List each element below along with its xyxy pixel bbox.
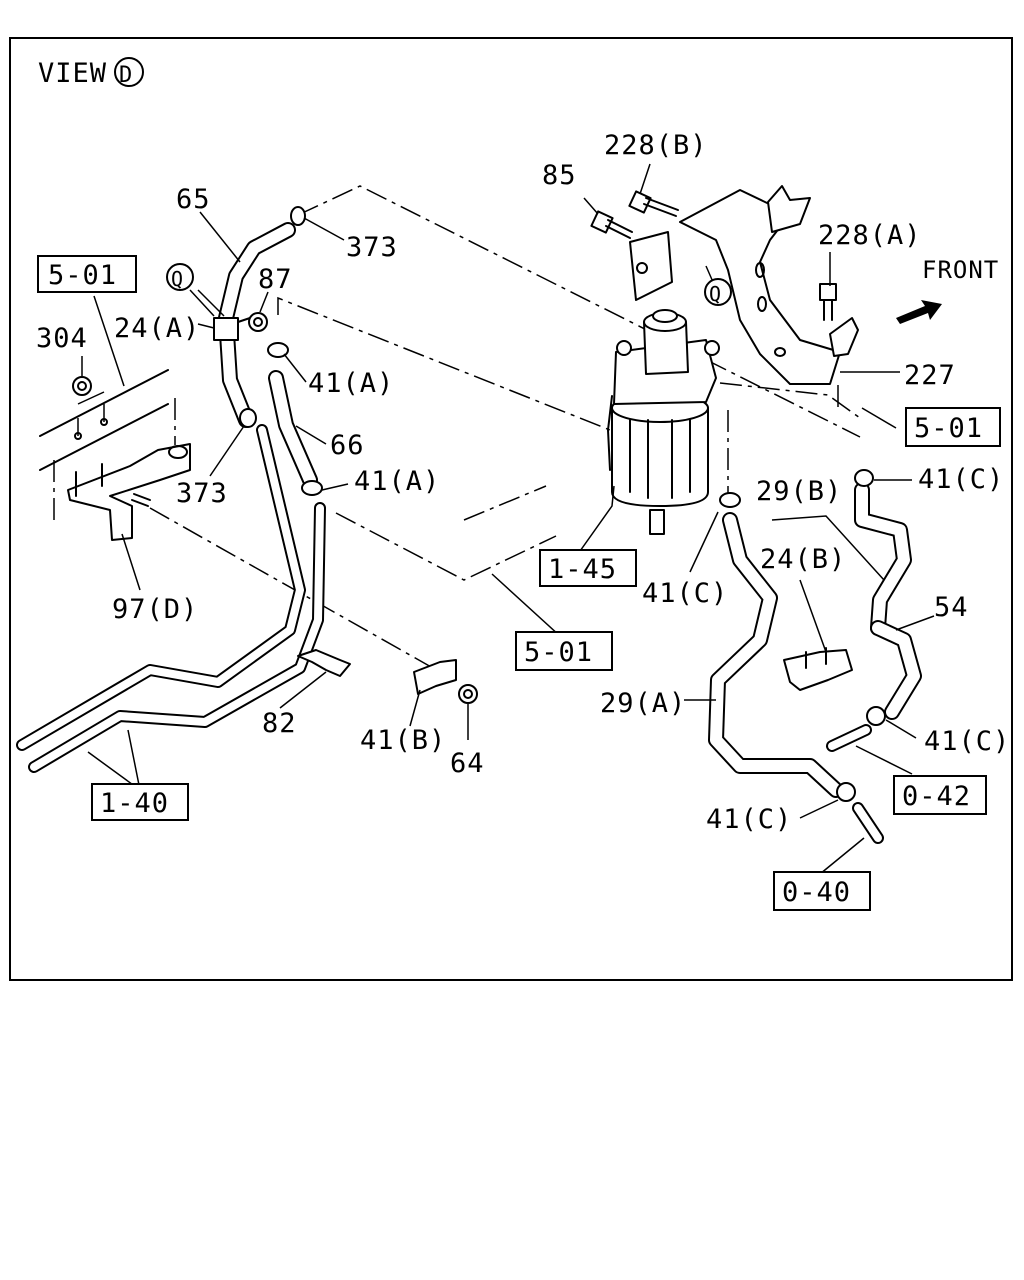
callout-85: 85 [542, 160, 577, 191]
clamp-41c-bottom [836, 782, 856, 802]
callout-65: 65 [176, 184, 211, 215]
clamp-41c-low [866, 706, 886, 726]
hose-65 [218, 222, 296, 428]
hose-54 [870, 620, 922, 720]
callout-41c-filter: 41(C) [642, 578, 728, 609]
ref-box-5-01-left: 5-01 [37, 255, 137, 293]
bracket-227 [629, 185, 859, 385]
fuel-filter-1-45 [607, 309, 720, 535]
pipe-0-42 [826, 724, 872, 752]
view-label: VIEW [38, 58, 107, 89]
callout-41a-mid: 41(A) [354, 466, 440, 497]
q-marker-left: Q [166, 263, 194, 291]
callout-29a: 29(A) [600, 688, 686, 719]
fuel-pipes-1-40 [16, 424, 326, 773]
callout-41c-bottom: 41(C) [706, 804, 792, 835]
svg-text:5-01: 5-01 [914, 413, 983, 444]
svg-text:1-40: 1-40 [100, 788, 169, 819]
svg-text:5-01: 5-01 [48, 260, 117, 291]
clip-24b [783, 647, 853, 691]
bolt-228a [819, 283, 837, 321]
clamp-41c-right [854, 469, 874, 487]
callout-41a-top: 41(A) [308, 368, 394, 399]
clamp-41c-filter [719, 492, 741, 508]
clip-41b [413, 659, 457, 695]
callout-64: 64 [450, 748, 485, 779]
ref-box-0-42: 0-42 [893, 775, 987, 815]
hose-29a [708, 512, 844, 798]
bolt-85 [590, 210, 633, 239]
frame-rail-5-01 [39, 369, 169, 471]
ref-box-5-01-center: 5-01 [515, 631, 613, 671]
front-label: FRONT [922, 256, 999, 284]
alignment-lines [53, 185, 861, 673]
ref-box-5-01-right: 5-01 [905, 407, 1001, 447]
callout-228b: 228(B) [604, 130, 708, 161]
bolt-228b [628, 190, 679, 217]
clamp-41a-top [267, 342, 289, 358]
front-arrow-icon [896, 300, 942, 324]
clamp-41a-mid [301, 480, 323, 496]
nut-87 [248, 312, 268, 332]
ref-box-1-45: 1-45 [539, 549, 637, 587]
nut-304 [72, 376, 92, 396]
svg-text:Q: Q [709, 282, 722, 306]
callout-373-top: 373 [346, 232, 398, 263]
callout-227: 227 [904, 360, 956, 391]
ref-box-0-40: 0-40 [773, 871, 871, 911]
hose-66 [268, 370, 318, 488]
bracket-97d [67, 443, 191, 541]
callout-24b: 24(B) [760, 544, 846, 575]
svg-text:0-42: 0-42 [902, 781, 971, 812]
callout-41c-low: 41(C) [924, 726, 1010, 757]
callout-29b: 29(B) [756, 476, 842, 507]
callout-41b: 41(B) [360, 725, 446, 756]
callout-24a: 24(A) [114, 313, 200, 344]
svg-text:5-01: 5-01 [524, 637, 593, 668]
view-letter-circle [114, 57, 144, 87]
diagram-frame [9, 37, 1013, 981]
callout-304: 304 [36, 323, 88, 354]
callout-373-mid: 373 [176, 478, 228, 509]
svg-text:1-45: 1-45 [548, 554, 617, 585]
q-marker-right: Q [704, 278, 732, 306]
callout-82: 82 [262, 708, 297, 739]
clip-82 [297, 649, 351, 677]
hose-29b [854, 482, 912, 636]
clamp-24a [213, 317, 253, 341]
callout-41c-right: 41(C) [918, 464, 1004, 495]
view-letter: D [119, 63, 133, 88]
callout-87: 87 [258, 264, 293, 295]
svg-text:0-40: 0-40 [782, 877, 851, 908]
clamp-373-top [290, 206, 306, 226]
pipe-0-40 [852, 802, 884, 844]
ref-box-1-40: 1-40 [91, 783, 189, 821]
svg-text:Q: Q [171, 267, 184, 291]
callout-228a: 228(A) [818, 220, 922, 251]
callout-97d: 97(D) [112, 594, 198, 625]
callout-54: 54 [934, 592, 969, 623]
clamp-373-mid [239, 408, 257, 428]
callout-66: 66 [330, 430, 365, 461]
nut-64 [458, 684, 478, 704]
